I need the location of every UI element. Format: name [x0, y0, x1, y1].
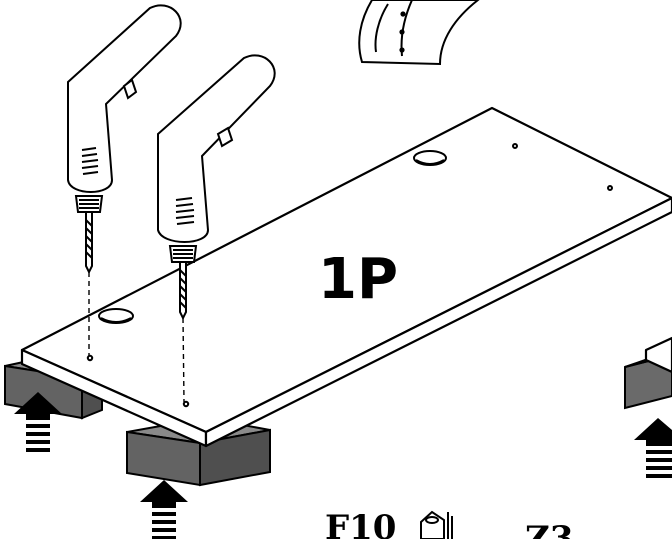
- arrow-up-icon: [140, 480, 188, 539]
- pilot-hole: [512, 143, 518, 149]
- pilot-hole: [182, 400, 190, 408]
- hand-icon: [358, 0, 480, 66]
- screw-code-label: Z3: [525, 519, 573, 539]
- cam-hole: [98, 308, 134, 324]
- panel-label: 1P: [318, 247, 398, 312]
- panel-holes: [86, 143, 613, 408]
- panel-1p: [20, 106, 672, 448]
- arrow-up-icon: [14, 392, 62, 452]
- cam-hole: [413, 150, 447, 166]
- fitting-code-label: F10: [325, 508, 396, 539]
- pilot-hole: [86, 354, 94, 362]
- arrow-up-icon: [634, 418, 672, 478]
- power-drill-icon: [67, 4, 182, 356]
- power-drill-icon: [157, 54, 276, 403]
- pilot-hole: [607, 185, 613, 191]
- screw-icon: [420, 510, 453, 539]
